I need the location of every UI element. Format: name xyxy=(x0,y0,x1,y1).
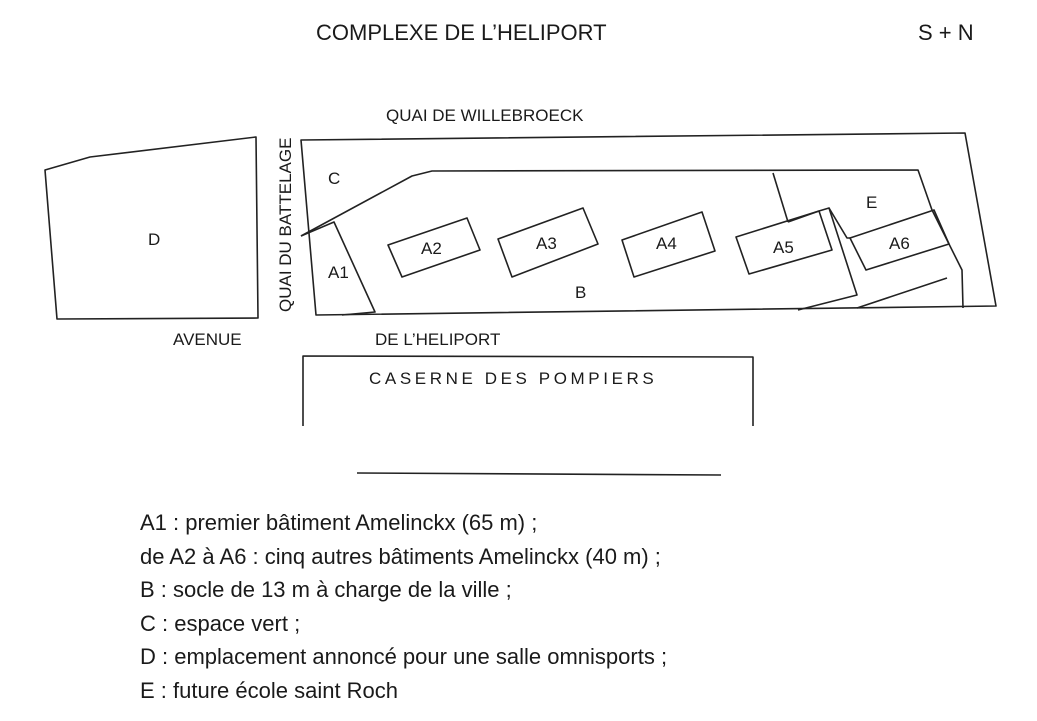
zone-e-boundary-2 xyxy=(787,210,820,223)
caserne-outline xyxy=(302,355,754,426)
legend-item: C : espace vert ; xyxy=(140,610,301,636)
zone-label-a1: A1 xyxy=(328,263,349,282)
building-a1 xyxy=(300,221,376,316)
plot-d xyxy=(44,136,259,320)
map-title: COMPLEXE DE L’HELIPORT xyxy=(316,20,607,45)
legend-item: D : emplacement annoncé pour une salle o… xyxy=(140,644,668,669)
label-de-heliport: DE L’HELIPORT xyxy=(375,330,500,349)
zone-label-c: C xyxy=(328,169,340,188)
label-avenue: AVENUE xyxy=(173,330,242,349)
orientation-label: S + N xyxy=(918,20,974,45)
caserne-baseline xyxy=(356,472,722,476)
site-plan: QUAI DE WILLEBROECK QUAI DU BATTELAGE AV… xyxy=(44,106,997,476)
legend: A1 : premier bâtiment Amelinckx (65 m) ;… xyxy=(140,506,667,707)
main-block-outline xyxy=(300,132,997,316)
zone-label-e: E xyxy=(866,193,877,212)
label-quai-battelage: QUAI DU BATTELAGE xyxy=(276,138,295,312)
zone-label-b: B xyxy=(575,283,586,302)
building-a5 xyxy=(735,210,833,275)
building-a2 xyxy=(387,217,481,278)
platform-b-outline xyxy=(300,169,964,309)
building-a3 xyxy=(497,207,599,278)
zone-label-d: D xyxy=(148,230,160,249)
building-a6 xyxy=(849,209,950,271)
legend-item: E : future école saint Roch xyxy=(140,677,399,703)
zone-e-boundary-3 xyxy=(828,207,850,239)
legend-item: B : socle de 13 m à charge de la ville ; xyxy=(140,577,512,602)
zone-label-a2: A2 xyxy=(421,239,442,258)
zone-e-boundary-4 xyxy=(797,207,858,311)
caserne-label: CASERNE DES POMPIERS xyxy=(369,369,657,388)
zone-label-a6: A6 xyxy=(889,234,910,253)
label-quai-willebroeck: QUAI DE WILLEBROECK xyxy=(386,106,584,125)
zone-label-a3: A3 xyxy=(536,234,557,253)
legend-item: A1 : premier bâtiment Amelinckx (65 m) ; xyxy=(140,510,538,535)
building-a4 xyxy=(621,211,716,278)
zone-label-a4: A4 xyxy=(656,234,677,253)
zone-label-a5: A5 xyxy=(773,238,794,257)
zone-e-boundary-5 xyxy=(856,277,948,309)
zone-e-boundary xyxy=(772,172,789,223)
legend-item: de A2 à A6 : cinq autres bâtiments Ameli… xyxy=(140,543,661,569)
